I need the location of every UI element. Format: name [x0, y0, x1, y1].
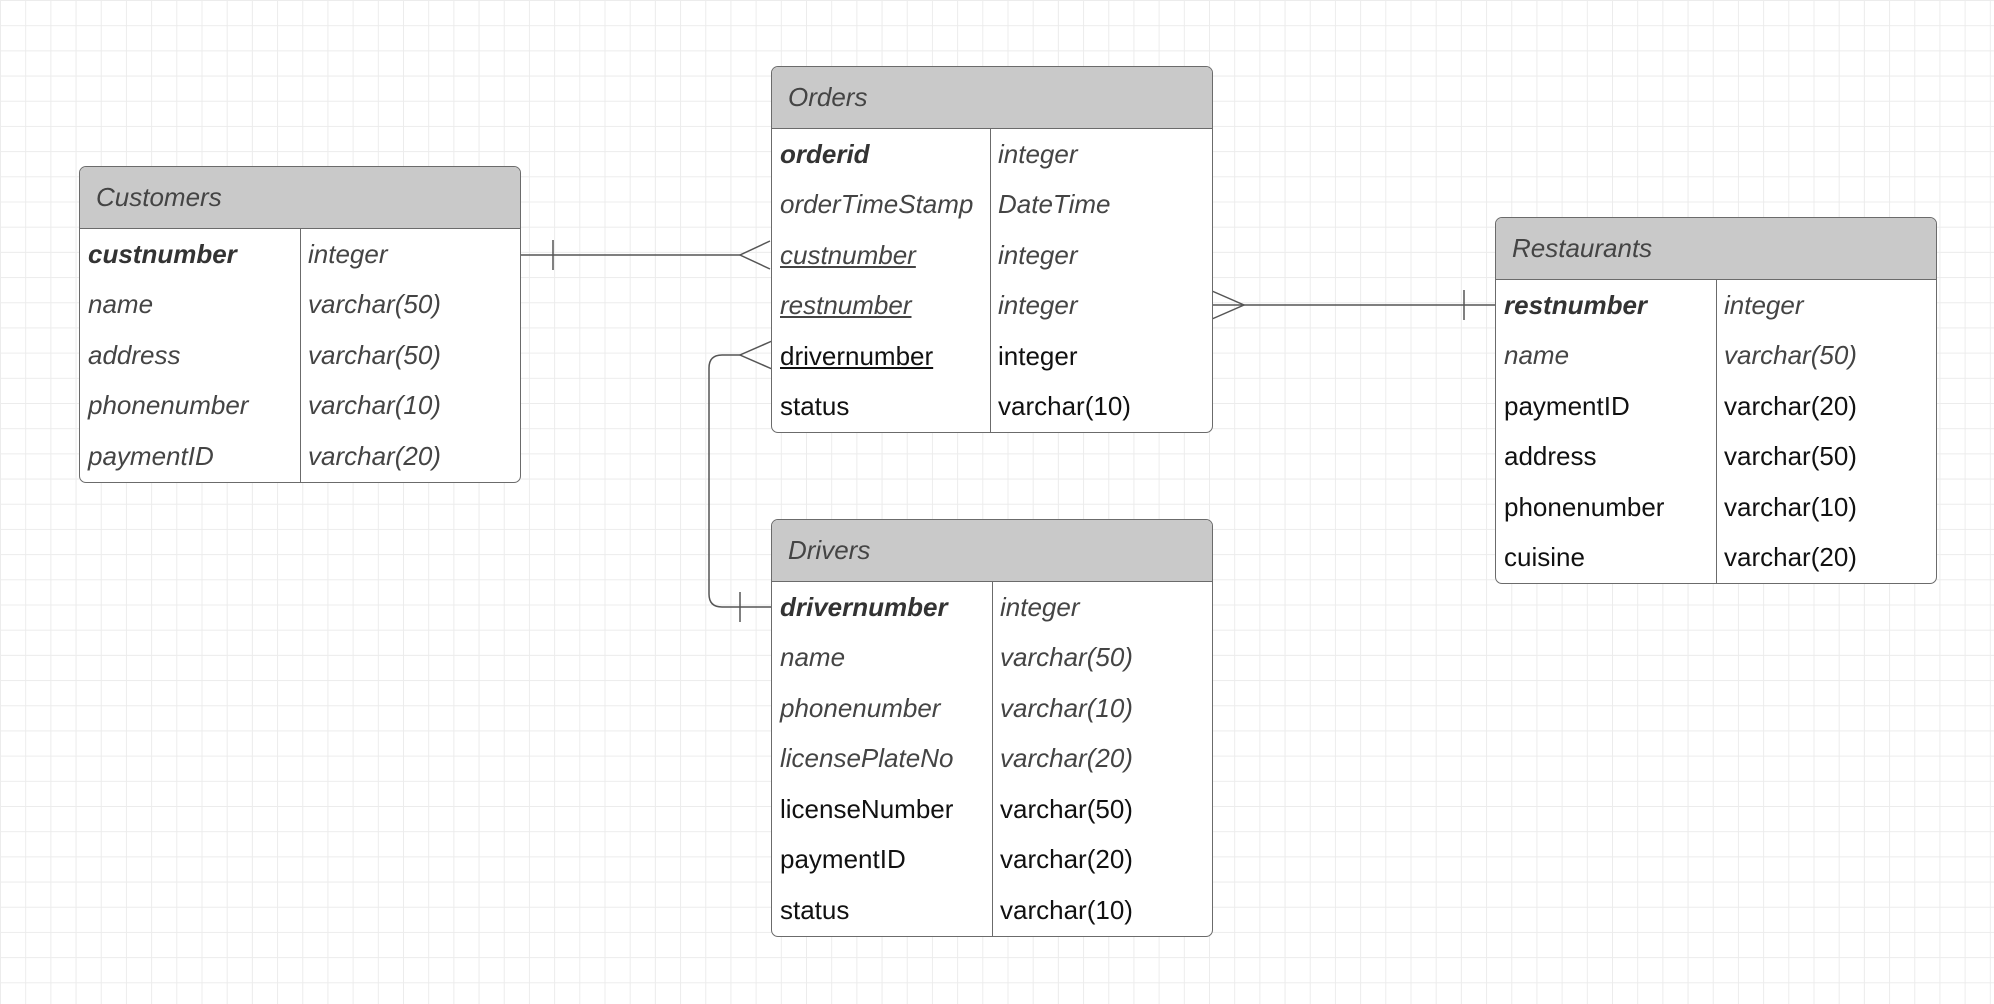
field-row[interactable]: name varchar(50) [1496, 331, 1936, 382]
field-name: address [1504, 441, 1597, 472]
field-row[interactable]: phonenumber varchar(10) [1496, 482, 1936, 533]
field-list: custnumber integer name varchar(50) address v… [80, 229, 520, 482]
entity-title: Restaurants [1496, 218, 1936, 280]
field-row[interactable]: orderTimeStamp DateTime [772, 180, 1212, 231]
field-row[interactable]: licensePlateNo varchar(20) [772, 734, 1212, 785]
field-type: varchar(50) [1724, 441, 1857, 472]
field-name: name [1504, 340, 1570, 371]
field-row[interactable]: name varchar(50) [80, 280, 520, 331]
field-name: restnumber [780, 290, 912, 321]
column-divider [300, 229, 301, 482]
field-type: varchar(50) [308, 339, 441, 370]
many-marker [738, 240, 771, 270]
field-name: licensePlateNo [780, 743, 954, 774]
field-type: varchar(20) [1000, 844, 1133, 875]
field-row[interactable]: name varchar(50) [772, 633, 1212, 684]
field-name: custnumber [780, 239, 916, 270]
field-type: varchar(20) [308, 440, 441, 471]
field-type: varchar(10) [998, 391, 1131, 422]
field-row[interactable]: cuisine varchar(20) [1496, 533, 1936, 584]
field-type: integer [998, 138, 1078, 169]
field-name: phonenumber [780, 692, 941, 723]
many-marker [1211, 290, 1246, 320]
field-type: varchar(50) [308, 289, 441, 320]
field-name: orderid [780, 138, 870, 169]
field-row[interactable]: paymentID varchar(20) [772, 835, 1212, 886]
field-type: varchar(10) [308, 390, 441, 421]
field-name: status [780, 391, 850, 422]
field-name: licenseNumber [780, 793, 954, 824]
field-row[interactable]: status varchar(10) [772, 382, 1212, 433]
field-name: restnumber [1504, 289, 1648, 320]
field-list: orderid integer orderTimeStamp DateTime cust… [772, 129, 1212, 432]
column-divider [1716, 280, 1717, 583]
field-name: orderTimeStamp [780, 189, 974, 220]
field-list: drivernumber integer name varchar(50) phonen… [772, 582, 1212, 936]
field-row[interactable]: paymentID varchar(20) [1496, 381, 1936, 432]
field-name: name [88, 289, 154, 320]
entity-restaurants[interactable]: Restaurants restnumber integer name varchar… [1495, 217, 1937, 584]
field-row[interactable]: restnumber integer [772, 281, 1212, 332]
field-type: varchar(10) [1000, 692, 1133, 723]
field-row[interactable]: drivernumber integer [772, 582, 1212, 633]
relationship-customers-orders[interactable] [520, 240, 771, 270]
field-row[interactable]: orderid integer [772, 129, 1212, 180]
field-type: varchar(50) [1000, 793, 1133, 824]
field-row[interactable]: restnumber integer [1496, 280, 1936, 331]
field-name: paymentID [1504, 390, 1630, 421]
field-type: integer [998, 290, 1078, 321]
field-row[interactable]: licenseNumber varchar(50) [772, 784, 1212, 835]
entity-title: Orders [772, 67, 1212, 129]
field-row[interactable]: custnumber integer [80, 229, 520, 280]
field-row[interactable]: custnumber integer [772, 230, 1212, 281]
field-type: varchar(20) [1000, 743, 1133, 774]
field-row[interactable]: paymentID varchar(20) [80, 431, 520, 482]
field-name: cuisine [1504, 542, 1585, 573]
field-list: restnumber integer name varchar(50) paymentI… [1496, 280, 1936, 583]
field-type: varchar(10) [1000, 894, 1133, 925]
column-divider [992, 582, 993, 936]
field-name: address [88, 339, 181, 370]
field-type: integer [1724, 289, 1804, 320]
field-type: integer [1000, 591, 1080, 622]
field-type: varchar(20) [1724, 390, 1857, 421]
field-type: integer [998, 239, 1078, 270]
field-row[interactable]: phonenumber varchar(10) [772, 683, 1212, 734]
field-type: integer [308, 238, 388, 269]
entity-customers[interactable]: Customers custnumber integer name varchar(5… [79, 166, 521, 483]
field-name: phonenumber [1504, 491, 1665, 522]
field-row[interactable]: drivernumber integer [772, 331, 1212, 382]
entity-title: Customers [80, 167, 520, 229]
field-row[interactable]: phonenumber varchar(10) [80, 381, 520, 432]
relationship-drivers-orders[interactable] [708, 340, 773, 622]
many-marker [738, 340, 773, 370]
field-name: paymentID [88, 440, 214, 471]
field-row[interactable]: status varchar(10) [772, 885, 1212, 936]
field-type: varchar(10) [1724, 491, 1857, 522]
relationship-orders-restaurants[interactable] [1211, 290, 1496, 320]
entity-title: Drivers [772, 520, 1212, 582]
field-row[interactable]: address varchar(50) [1496, 432, 1936, 483]
field-type: varchar(50) [1724, 340, 1857, 371]
field-type: DateTime [998, 189, 1111, 220]
field-name: paymentID [780, 844, 906, 875]
entity-orders[interactable]: Orders orderid integer orderTimeStamp DateT… [771, 66, 1213, 433]
field-name: name [780, 642, 846, 673]
field-name: drivernumber [780, 340, 934, 371]
field-name: phonenumber [88, 390, 249, 421]
field-row[interactable]: address varchar(50) [80, 330, 520, 381]
field-type: varchar(20) [1724, 542, 1857, 573]
field-type: integer [998, 340, 1078, 371]
field-name: drivernumber [780, 591, 948, 622]
field-name: status [780, 894, 850, 925]
column-divider [990, 129, 991, 432]
entity-drivers[interactable]: Drivers drivernumber integer name varchar(5… [771, 519, 1213, 937]
field-type: varchar(50) [1000, 642, 1133, 673]
field-name: custnumber [88, 238, 237, 269]
